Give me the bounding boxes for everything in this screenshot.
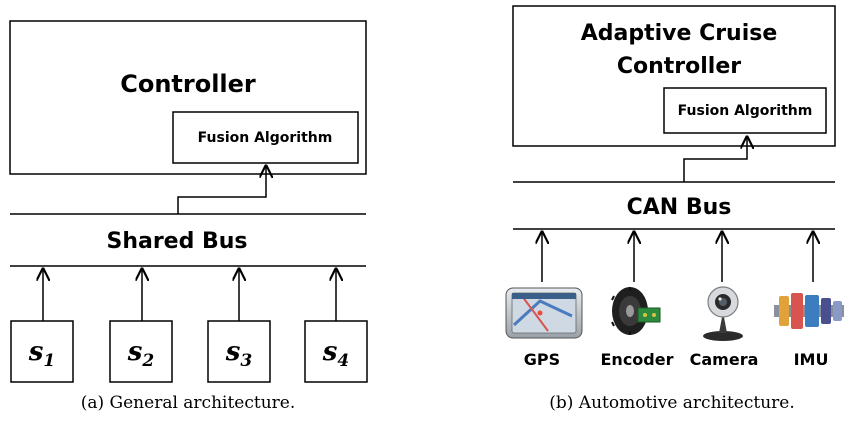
acc-fusion-algorithm-label: Fusion Algorithm [678,103,813,119]
camera-label: Camera [690,350,759,369]
sensor-3-label: s3 [225,337,253,371]
controller-label: Controller [120,70,256,98]
acc-controller-line1: Adaptive Cruise [581,21,778,46]
encoder-label: Encoder [601,350,674,369]
can-bus-label: CAN Bus [627,195,732,220]
imu-device-image [774,293,844,329]
gps-device-image [505,287,583,339]
acc-fusion-algorithm-box [663,87,827,134]
sensor-3-box [207,320,271,383]
can-to-fusion-arrow [683,137,747,182]
sensor-1-box [10,320,74,383]
caption-automotive: (b) Automotive architecture. [549,393,795,413]
automotive-architecture: Adaptive Cruise Controller Fusion Algori… [505,5,844,413]
sensor-1-label: s1 [28,337,55,371]
acc-controller-line2: Controller [617,54,741,79]
camera-device-image [703,286,743,341]
shared-bus-label: Shared Bus [106,229,247,254]
sensor-2-box [109,320,173,383]
fusion-algorithm-box [172,111,359,164]
controller-box [9,20,367,175]
sensor-4-box [304,320,368,383]
caption-general: (a) General architecture. [81,393,296,413]
acc-controller-box [512,5,836,147]
sensor-4-label: s4 [322,337,349,371]
gps-label: GPS [524,350,560,369]
general-architecture: Controller Fusion Algorithm Shared Bus s… [9,20,368,413]
fusion-algorithm-label: Fusion Algorithm [198,130,333,146]
encoder-device-image [611,287,661,335]
imu-label: IMU [794,350,829,369]
bus-to-fusion-arrow [177,166,266,214]
sensor-2-label: s2 [127,337,155,371]
